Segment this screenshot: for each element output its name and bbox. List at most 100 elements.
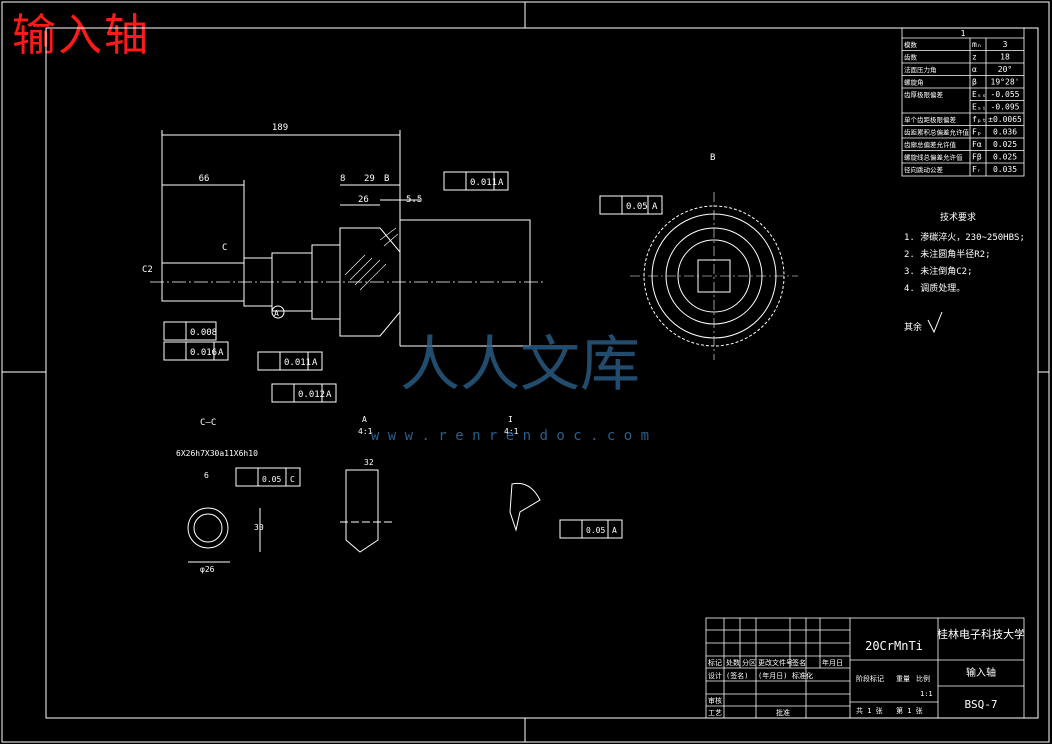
tb-sheet-no: 第 1 张	[896, 706, 923, 715]
tb-scale: 1:1	[920, 690, 933, 698]
tol-parallel: 0.05	[626, 202, 648, 212]
tol-runout-1: 0.011	[470, 178, 497, 188]
dim-phi26: φ26	[200, 565, 215, 574]
tol-datum-c: C	[290, 475, 295, 484]
param-symbol: Eₛₛ	[972, 90, 986, 99]
view-i-scale: 4:1	[504, 427, 519, 436]
tol-runout-4: 0.016	[190, 348, 217, 358]
param-name: 单个齿距极限偏差	[904, 115, 957, 124]
tb-count: 处数	[726, 658, 740, 667]
dim-30: 30	[254, 523, 264, 532]
tech-req-2: 2. 未注圆角半径R2;	[904, 248, 991, 260]
param-name: 径向跳动公差	[904, 165, 944, 174]
param-symbol: Eₛᵢ	[972, 103, 986, 112]
param-symbol: α	[972, 65, 977, 74]
tol-angularity: 0.05	[586, 526, 605, 535]
view-a-detail	[340, 469, 392, 553]
param-symbol: β	[972, 78, 977, 87]
dim-26: 26	[358, 195, 369, 205]
param-symbol: mₙ	[972, 40, 982, 49]
tb-weight: 重量	[896, 675, 910, 683]
param-name: 螺旋线总偏差允许值	[904, 153, 963, 162]
tb-change: 更改文件号	[758, 658, 793, 667]
university: 桂林电子科技大学	[937, 627, 1025, 641]
tol-datum-a-2: A	[312, 358, 318, 368]
dim-6: 6	[204, 471, 209, 480]
param-name: 齿数	[904, 53, 918, 62]
dim-5-5: 5.5	[406, 195, 422, 205]
param-symbol: Fβ	[972, 153, 982, 162]
tech-req-1: 1. 渗碳淬火，230~250HBS;	[904, 231, 1025, 243]
gear-end-view	[630, 192, 798, 360]
param-name: 齿廓总偏差允许值	[904, 140, 957, 149]
drawing-title: 输入轴	[12, 10, 150, 61]
tb-standard: 标准化	[792, 671, 813, 680]
param-table-header: 1	[961, 29, 966, 38]
param-value: -0.095	[991, 103, 1020, 112]
tech-req-3: 3. 未注倒角C2;	[904, 265, 973, 277]
material: 20CrMnTi	[865, 639, 923, 653]
param-value: -0.055	[991, 90, 1020, 99]
tb-design: 设计	[708, 671, 722, 680]
chamfer-c2: C2	[142, 265, 153, 275]
dim-8: 8	[340, 174, 345, 184]
param-value: 19°28'	[991, 78, 1020, 87]
tb-mark: 标记	[708, 658, 722, 667]
param-name: 模数	[904, 40, 918, 49]
section-cc-view	[187, 467, 301, 563]
roughness-symbol-icon	[927, 311, 943, 334]
section-cc-label: C—C	[200, 418, 216, 428]
dim-29: 29	[364, 174, 375, 184]
tb-review: 审核	[708, 696, 722, 705]
inner-border	[45, 27, 1039, 719]
view-i-detail	[509, 482, 623, 539]
tol-cylindricity: 0.008	[190, 328, 217, 338]
param-name: 齿厚极限偏差	[904, 90, 944, 99]
section-c-label: C	[222, 243, 227, 253]
title-block	[705, 617, 1025, 719]
part-name: 输入轴	[966, 666, 996, 679]
tb-date: 年月日	[822, 658, 843, 667]
param-symbol: Fₚ	[972, 128, 982, 137]
param-value: 3	[1003, 40, 1008, 49]
tb-design-sign: (签名)	[726, 671, 748, 680]
watermark-logo: 人人文库	[400, 330, 640, 400]
spline-spec: 6X26h7X30a11X6h10	[176, 449, 258, 458]
tech-req-other: 其余	[904, 321, 922, 333]
tol-datum-a-5: A	[652, 202, 658, 212]
tb-ratio: 比例	[916, 674, 930, 683]
param-value: 0.025	[993, 153, 1017, 162]
tb-zone: 分区	[742, 658, 756, 667]
tb-sign: 签名	[792, 658, 806, 667]
tol-datum-a-4: A	[218, 348, 224, 358]
tol-datum-a-6: A	[612, 526, 617, 535]
param-symbol: fₚₜ	[972, 115, 986, 124]
tb-process: 工艺	[708, 709, 722, 717]
shaft-main-view	[150, 130, 663, 403]
tol-datum-a-3: A	[326, 390, 332, 400]
param-value: ±0.0065	[988, 115, 1022, 124]
dim-total-length: 189	[272, 123, 288, 133]
param-value: 18	[1000, 53, 1010, 62]
dim-32: 32	[364, 458, 374, 467]
param-name: 法面压力角	[904, 65, 937, 74]
param-value: 20°	[998, 65, 1012, 74]
view-a-label: A	[362, 415, 367, 424]
param-value: 0.035	[993, 165, 1017, 174]
drawing-number: BSQ-7	[964, 698, 997, 711]
tb-approve: 批准	[776, 708, 790, 717]
view-b-label: B	[710, 153, 715, 163]
dim-66: 66	[199, 174, 210, 184]
param-symbol: z	[972, 53, 977, 62]
tol-symmetry: 0.05	[262, 475, 281, 484]
tb-design-date: (年月日)	[758, 671, 787, 680]
view-i-label: I	[508, 415, 513, 424]
tb-stage: 阶段标记	[856, 674, 884, 683]
param-symbol: Fα	[972, 140, 982, 149]
datum-b-label: B	[384, 174, 389, 184]
tech-req-4: 4. 调质处理。	[904, 282, 965, 294]
view-a-scale: 4:1	[358, 427, 373, 436]
param-name: 齿距累积总偏差允许值	[904, 128, 970, 137]
tol-runout-2: 0.011	[284, 358, 311, 368]
param-symbol: Fᵣ	[972, 165, 982, 174]
